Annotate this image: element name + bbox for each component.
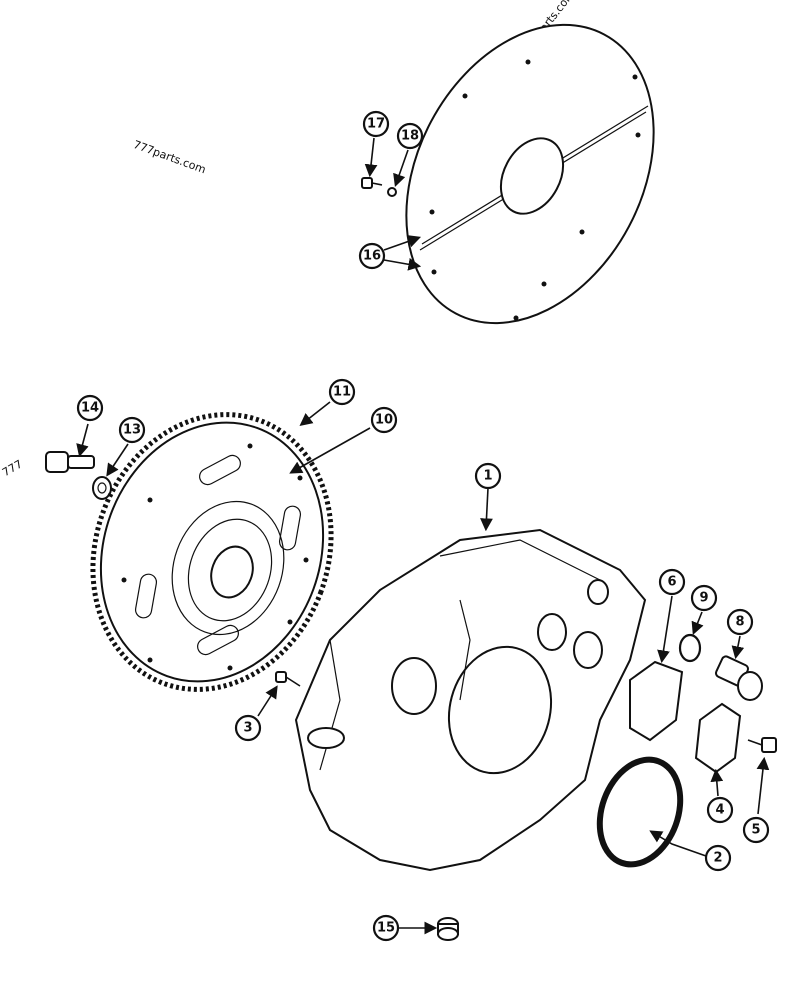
svg-text:10: 10 (375, 413, 393, 428)
callout-4: 4 (706, 796, 734, 824)
cover-plate-drawing (694, 702, 742, 774)
callout-15: 15 (372, 914, 400, 942)
callout-1: 1 (474, 462, 502, 490)
svg-text:2: 2 (713, 851, 722, 866)
o-ring-drawing (596, 756, 684, 868)
svg-text:14: 14 (81, 401, 99, 416)
callout-10: 10 (370, 406, 398, 434)
callout-18: 18 (396, 122, 424, 150)
plug-8 (714, 655, 763, 701)
bolt-5 (747, 737, 777, 753)
callout-5: 5 (742, 816, 770, 844)
svg-text:1: 1 (483, 469, 492, 484)
callout-6: 6 (658, 568, 686, 596)
leader-lines (76, 137, 770, 935)
callout-9: 9 (690, 584, 718, 612)
callout-11: 11 (328, 378, 356, 406)
svg-text:18: 18 (401, 129, 419, 144)
bolt-and-washer-17-18 (361, 177, 397, 197)
bolt-and-washer-13-14 (45, 451, 112, 500)
callout-3: 3 (234, 714, 262, 742)
snap-ring-drawing (678, 633, 702, 663)
callout-17: 17 (362, 110, 390, 138)
svg-text:11: 11 (333, 385, 351, 400)
plug-15 (437, 917, 459, 941)
callout-13: 13 (118, 416, 146, 444)
callout-2: 2 (704, 844, 732, 872)
svg-text:16: 16 (363, 249, 381, 264)
flywheel-housing-drawing (294, 528, 647, 872)
svg-text:4: 4 (715, 803, 724, 818)
svg-text:13: 13 (123, 423, 141, 438)
callout-16: 16 (358, 242, 386, 270)
bolt-3 (275, 671, 301, 687)
flywheel-drawing (90, 412, 334, 692)
flex-plate-drawing (405, 23, 655, 325)
svg-text:9: 9 (699, 591, 708, 606)
svg-text:17: 17 (367, 117, 385, 132)
svg-text:5: 5 (751, 823, 760, 838)
svg-text:3: 3 (243, 721, 252, 736)
svg-text:15: 15 (377, 921, 395, 936)
gasket-drawing (629, 660, 684, 742)
svg-text:8: 8 (735, 615, 744, 630)
callout-8: 8 (726, 608, 754, 636)
svg-text:6: 6 (667, 575, 676, 590)
callout-14: 14 (76, 394, 104, 422)
